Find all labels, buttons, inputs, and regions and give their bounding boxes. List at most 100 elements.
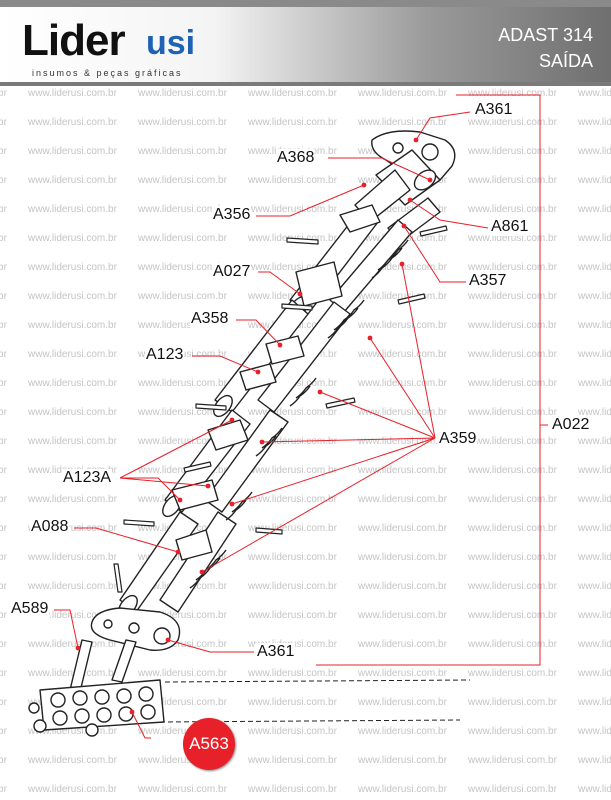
watermark-text: www.liderusi.com.br [578, 639, 611, 650]
watermark-text: www.liderusi.com.br [578, 262, 611, 273]
callout-A361-top: A361 [474, 101, 514, 119]
watermark-text: www.liderusi.com.br [578, 465, 611, 476]
watermark-text: www.liderusi.com.br [358, 291, 447, 302]
watermark-text: www.liderusi.com.br [0, 697, 7, 708]
header-bar: Lider usi insumos & peças gráficas ADAST… [0, 0, 611, 86]
watermark-text: www.liderusi.com.br [138, 697, 227, 708]
callout-A358: A358 [190, 310, 230, 328]
watermark-text: www.liderusi.com.br [578, 436, 611, 447]
watermark-text: www.liderusi.com.br [358, 117, 447, 128]
watermark-text: www.liderusi.com.br [138, 784, 227, 795]
watermark-text: www.liderusi.com.br [28, 726, 117, 737]
watermark-text: www.liderusi.com.br [358, 581, 447, 592]
watermark-text: www.liderusi.com.br [0, 320, 7, 331]
watermark-text: www.liderusi.com.br [28, 117, 117, 128]
watermark-text: www.liderusi.com.br [578, 204, 611, 215]
watermark-text: www.liderusi.com.br [28, 262, 117, 273]
callout-A088: A088 [30, 518, 70, 536]
watermark-text: www.liderusi.com.br [248, 668, 337, 679]
callout-A123: A123 [145, 346, 185, 364]
watermark-text: www.liderusi.com.br [138, 726, 227, 737]
watermark-text: www.liderusi.com.br [0, 204, 7, 215]
watermark-text: www.liderusi.com.br [28, 175, 117, 186]
watermark-text: www.liderusi.com.br [0, 175, 7, 186]
watermark-text: www.liderusi.com.br [468, 755, 557, 766]
callout-A356: A356 [212, 206, 252, 224]
watermark-text: www.liderusi.com.br [468, 407, 557, 418]
watermark-text: www.liderusi.com.br [578, 146, 611, 157]
watermark-text: www.liderusi.com.br [28, 494, 117, 505]
watermark-text: www.liderusi.com.br [0, 726, 7, 737]
watermark-text: www.liderusi.com.br [578, 755, 611, 766]
watermark-text: www.liderusi.com.br [0, 784, 7, 795]
callout-A563-badge: A563 [183, 718, 235, 770]
watermark-text: www.liderusi.com.br [138, 233, 227, 244]
watermark-text: www.liderusi.com.br [248, 726, 337, 737]
watermark-text: www.liderusi.com.br [248, 523, 337, 534]
chain [28, 679, 165, 737]
watermark-text: www.liderusi.com.br [468, 668, 557, 679]
watermark-text: www.liderusi.com.br [138, 436, 227, 447]
watermark-text: www.liderusi.com.br [358, 407, 447, 418]
watermark-text: www.liderusi.com.br [468, 581, 557, 592]
watermark-text: www.liderusi.com.br [358, 88, 447, 99]
watermark-text: www.liderusi.com.br [0, 581, 7, 592]
watermark-text: www.liderusi.com.br [138, 668, 227, 679]
callout-A022: A022 [551, 416, 591, 434]
watermark-text: www.liderusi.com.br [138, 175, 227, 186]
watermark-text: www.liderusi.com.br [468, 378, 557, 389]
watermark-text: www.liderusi.com.br [0, 668, 7, 679]
watermark-text: www.liderusi.com.br [578, 610, 611, 621]
watermark-text: www.liderusi.com.br [578, 378, 611, 389]
watermark-text: www.liderusi.com.br [0, 146, 7, 157]
section-title: SAÍDA [538, 51, 593, 71]
watermark-text: www.liderusi.com.br [0, 88, 7, 99]
watermark-text: www.liderusi.com.br [28, 233, 117, 244]
watermark-text: www.liderusi.com.br [358, 668, 447, 679]
watermark-text: www.liderusi.com.br [358, 436, 447, 447]
watermark-text: www.liderusi.com.br [28, 610, 117, 621]
watermark-text: www.liderusi.com.br [0, 494, 7, 505]
watermark-text: www.liderusi.com.br [28, 88, 117, 99]
watermark-text: www.liderusi.com.br [468, 175, 557, 186]
watermark-text: www.liderusi.com.br [248, 407, 337, 418]
watermark-text: www.liderusi.com.br [468, 465, 557, 476]
watermark-text: www.liderusi.com.br [578, 552, 611, 563]
watermark-text: www.liderusi.com.br [28, 378, 117, 389]
machine-model: ADAST 314 [498, 25, 593, 45]
watermark-text: www.liderusi.com.br [0, 349, 7, 360]
watermark-text: www.liderusi.com.br [248, 204, 337, 215]
watermark-text: www.liderusi.com.br [468, 262, 557, 273]
watermark-text: www.liderusi.com.br [468, 88, 557, 99]
watermark-text: www.liderusi.com.br [138, 146, 227, 157]
watermark-text: www.liderusi.com.br [0, 523, 7, 534]
callout-A589: A589 [10, 600, 50, 618]
watermark-text: www.liderusi.com.br [28, 204, 117, 215]
watermark-text: www.liderusi.com.br [0, 465, 7, 476]
watermark-text: www.liderusi.com.br [28, 349, 117, 360]
watermark-text: www.liderusi.com.br [248, 755, 337, 766]
watermark-text: www.liderusi.com.br [248, 262, 337, 273]
header-top-stripe [0, 0, 611, 7]
watermark-text: www.liderusi.com.br [578, 581, 611, 592]
watermark-text: www.liderusi.com.br [0, 378, 7, 389]
watermark-text: www.liderusi.com.br [358, 697, 447, 708]
watermark-text: www.liderusi.com.br [578, 291, 611, 302]
watermark-text: www.liderusi.com.br [138, 465, 227, 476]
watermark-text: www.liderusi.com.br [578, 175, 611, 186]
watermark-text: www.liderusi.com.br [138, 117, 227, 128]
watermark-text: www.liderusi.com.br [138, 88, 227, 99]
watermark-text: www.liderusi.com.br [358, 552, 447, 563]
watermark-text: www.liderusi.com.br [578, 697, 611, 708]
watermark-text: www.liderusi.com.br [358, 378, 447, 389]
watermark-text: www.liderusi.com.br [468, 233, 557, 244]
highlight-dots [75, 137, 433, 715]
watermark-text: www.liderusi.com.br [358, 755, 447, 766]
watermark-text: www.liderusi.com.br [468, 117, 557, 128]
brand-tagline: insumos & peças gráficas [32, 68, 183, 78]
watermark-text: www.liderusi.com.br [138, 204, 227, 215]
watermark-text: www.liderusi.com.br [138, 407, 227, 418]
watermark-text: www.liderusi.com.br [578, 349, 611, 360]
watermark-text: www.liderusi.com.br [248, 610, 337, 621]
